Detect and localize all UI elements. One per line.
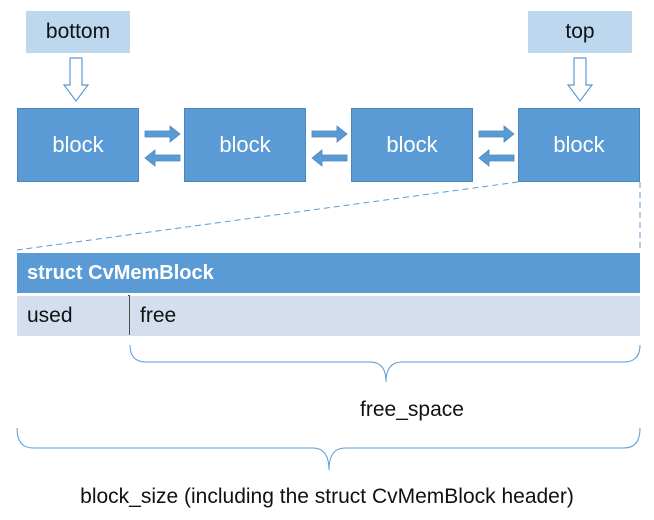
free-region: free	[130, 296, 640, 336]
free-space-brace	[129, 344, 641, 383]
top-marker: top	[528, 11, 632, 53]
memory-block-1: block	[17, 108, 139, 182]
next-link-arrow-icon-3	[478, 125, 515, 143]
prev-link-arrow-icon-3	[478, 149, 515, 167]
memory-block-3: block	[351, 108, 473, 182]
memory-block-4: block	[518, 108, 640, 182]
used-region: used	[17, 296, 129, 336]
bottom-down-arrow-icon	[62, 57, 90, 102]
block-size-brace	[16, 427, 641, 471]
next-link-arrow-icon-2	[311, 125, 348, 143]
bottom-marker: bottom	[26, 11, 130, 53]
memory-block-2: block	[184, 108, 306, 182]
next-link-arrow-icon-1	[144, 125, 181, 143]
zoom-line-left	[16, 181, 519, 251]
free-space-label: free_space	[360, 398, 464, 421]
prev-link-arrow-icon-2	[311, 149, 348, 167]
block-size-label: block_size (including the struct CvMemBl…	[80, 485, 574, 508]
top-down-arrow-icon	[566, 57, 594, 102]
prev-link-arrow-icon-1	[144, 149, 181, 167]
struct-header: struct CvMemBlock	[17, 253, 640, 293]
